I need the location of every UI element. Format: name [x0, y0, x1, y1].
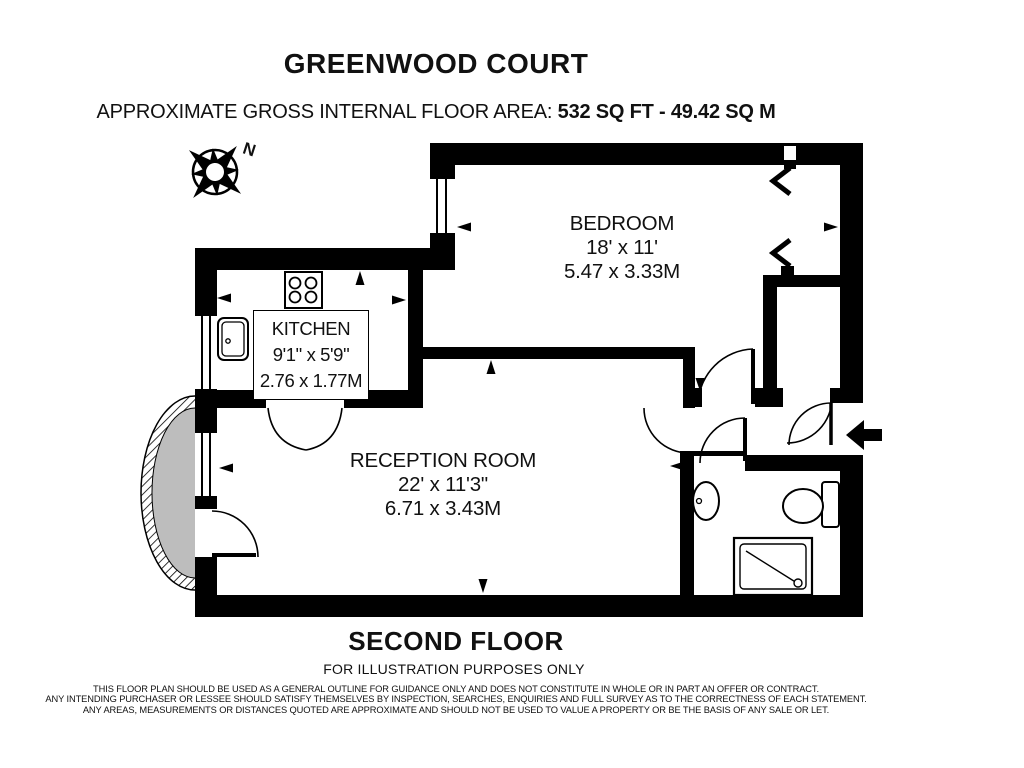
bathroom-left-wall — [680, 451, 694, 595]
kitchen-window — [195, 314, 217, 391]
bay-window — [140, 395, 196, 591]
kitchen-imperial: 9'1" x 5'9" — [272, 344, 350, 365]
left-wall-2 — [195, 390, 217, 432]
bedroom-imperial: 18' x 11' — [586, 236, 658, 259]
right-wall-lower — [840, 457, 863, 617]
disclaimer-line-3: ANY AREAS, MEASUREMENTS OR DISTANCES QUO… — [82, 704, 830, 715]
bedroom-left-wall-lower — [430, 234, 455, 270]
disclaimer-line-1: THIS FLOOR PLAN SHOULD BE USED AS A GENE… — [93, 684, 819, 694]
kitchen-right-wall — [408, 270, 423, 408]
basin-icon — [692, 481, 720, 521]
dim-arrow-hall-down — [695, 378, 705, 391]
reception-bay-door — [211, 510, 259, 558]
bedroom-window — [430, 177, 455, 235]
entrance-door — [788, 402, 833, 446]
bathroom-top-wall — [745, 455, 863, 471]
reception-label: RECEPTION ROOM 22' x 11'3" 6.71 x 3.43M — [350, 449, 536, 521]
reception-hall-door — [643, 407, 690, 454]
doors — [211, 348, 833, 558]
bedroom-left-wall-upper — [430, 165, 455, 178]
kitchen-metric: 2.76 x 1.77M — [259, 370, 363, 391]
hall-right-jamb — [755, 388, 783, 407]
closet-door — [786, 397, 833, 444]
hall-bottom-ledge — [683, 451, 745, 456]
bottom-wall — [195, 595, 863, 617]
bedroom-name: BEDROOM — [569, 212, 675, 235]
area-label: APPROXIMATE GROSS INTERNAL FLOOR AREA: — [96, 101, 553, 123]
bedroom-door — [697, 348, 755, 405]
disclaimer-line-2: ANY INTENDING PURCHASER OR LESSEE SHOULD… — [45, 694, 867, 705]
dim-arrow-kitchen-left — [217, 293, 231, 303]
toilet-icon — [782, 481, 840, 528]
shower-tray-icon — [732, 536, 814, 597]
closet-top-wall — [763, 275, 840, 287]
kitchen-sink-icon — [217, 317, 249, 361]
stove-icon — [284, 271, 323, 309]
wardrobe-bifold-icon — [768, 160, 796, 276]
area-value: 532 SQ FT - 49.42 SQ M — [557, 101, 776, 123]
area-line: APPROXIMATE GROSS INTERNAL FLOOR AREA: 5… — [96, 101, 775, 124]
compass-rose-icon — [188, 145, 242, 199]
floor-label: SECOND FLOOR — [348, 626, 564, 656]
closet-left-wall — [763, 275, 777, 388]
dim-arrow-bedroom-up — [486, 360, 496, 374]
entry-arrow-icon — [846, 420, 882, 450]
reception-imperial: 22' x 11'3" — [397, 473, 489, 496]
entrance-top-jamb — [830, 388, 840, 403]
reception-metric: 6.71 x 3.43M — [384, 497, 502, 520]
right-wall-upper — [840, 143, 863, 403]
dim-arrow-kitchen-right — [392, 295, 406, 305]
dim-arrow-kitchen-up — [355, 271, 365, 285]
kitchen-top-wall — [195, 248, 430, 270]
reception-name: RECEPTION ROOM — [349, 449, 537, 472]
kitchen-name: KITCHEN — [271, 318, 351, 339]
dim-arrow-reception-left — [219, 463, 233, 473]
illustration-note: FOR ILLUSTRATION PURPOSES ONLY — [323, 661, 585, 677]
reception-window — [195, 431, 217, 498]
bedroom-label: BEDROOM 18' x 11' 5.47 x 3.33M — [564, 212, 680, 284]
window-symbols — [195, 177, 455, 498]
left-wall-1 — [195, 270, 217, 315]
kitchen-label: KITCHEN 9'1" x 5'9" 2.76 x 1.77M — [253, 310, 369, 400]
bathroom-door — [699, 417, 747, 464]
page-title: GREENWOOD COURT — [283, 48, 589, 79]
dim-arrow-bedroom-right — [824, 222, 838, 232]
dim-arrow-reception-down — [478, 579, 488, 593]
bedroom-metric: 5.47 x 3.33M — [563, 260, 681, 283]
bedroom-reception-divider — [413, 347, 695, 359]
walls — [195, 143, 863, 617]
kitchen-double-door — [267, 407, 343, 451]
dim-arrow-bedroom-left — [457, 222, 471, 232]
top-wall — [430, 143, 862, 165]
dim-arrow-hall-left — [670, 461, 684, 471]
left-wall-3 — [195, 497, 217, 509]
disclaimer: THIS FLOOR PLAN SHOULD BE USED AS A GENE… — [45, 684, 866, 715]
